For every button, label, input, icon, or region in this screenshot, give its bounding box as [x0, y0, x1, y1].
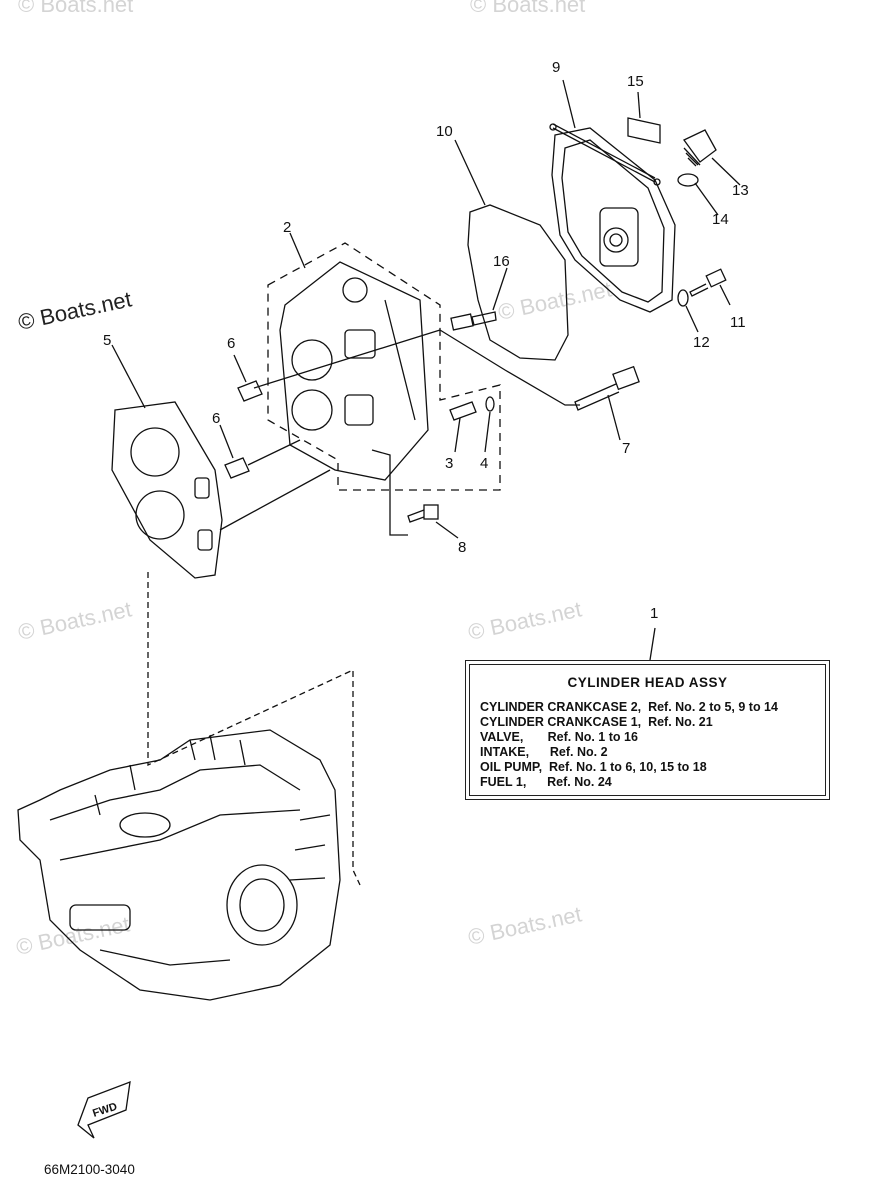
cover-gasket	[467, 204, 569, 361]
callout-5: 5	[103, 332, 111, 349]
dowel-pins	[224, 380, 263, 479]
leader-12	[685, 305, 699, 333]
callout-2: 2	[283, 219, 291, 236]
note-line-6: FUEL 1, Ref. No. 24	[480, 775, 612, 789]
cover-bolt	[689, 268, 727, 297]
spark-plug	[450, 311, 497, 331]
callout-3: 3	[445, 455, 453, 472]
ref-line-bolt-7	[439, 329, 580, 406]
leader-10	[454, 139, 486, 206]
callout-1: 1	[650, 605, 658, 622]
leader-3	[454, 417, 461, 453]
diagram-code: 66M2100-3040	[44, 1162, 135, 1177]
watermark-center: © Boats.net	[496, 276, 614, 324]
alignment-line	[147, 572, 361, 886]
leader-4	[484, 411, 491, 453]
note-line-1: CYLINDER CRANKCASE 2, Ref. No. 2 to 5, 9…	[480, 700, 778, 714]
leader-6a	[233, 354, 247, 383]
crankcase-block	[17, 729, 341, 1001]
note-line-2: CYLINDER CRANKCASE 1, Ref. No. 21	[480, 715, 713, 729]
head-gasket	[111, 401, 223, 579]
drain-plug	[449, 401, 477, 421]
leader-5	[111, 344, 146, 409]
note-title: CYLINDER HEAD ASSY	[567, 675, 728, 690]
cylinder-head-cover	[549, 123, 676, 313]
o-ring	[677, 173, 699, 187]
leader-7	[607, 394, 621, 441]
watermark-top-right: © Boats.net	[470, 0, 585, 17]
callout-4: 4	[480, 455, 488, 472]
leader-6b	[219, 424, 234, 459]
watermark-top-left: © Boats.net	[18, 0, 133, 17]
callout-15: 15	[627, 73, 644, 90]
leader-15	[637, 91, 641, 119]
leader-8	[435, 521, 459, 539]
small-bolt	[407, 504, 439, 523]
watermark-mid-right: © Boats.net	[466, 596, 584, 644]
fwd-label: FWD	[91, 1101, 119, 1120]
oil-filler-cap	[683, 129, 717, 167]
callout-8: 8	[458, 539, 466, 556]
ref-line	[219, 469, 331, 531]
callout-12: 12	[693, 334, 710, 351]
leader-14	[694, 182, 719, 216]
ref-line-bolt-8	[371, 449, 408, 536]
leader-13	[711, 157, 741, 186]
note-line-3: VALVE, Ref. No. 1 to 16	[480, 730, 638, 744]
note-leader	[649, 627, 656, 661]
ref-line-pin-upper	[253, 329, 441, 389]
assembly-outline	[267, 242, 501, 491]
leader-11	[719, 284, 731, 306]
assembly-note-inner: CYLINDER HEAD ASSY CYLINDER CRANKCASE 2,…	[469, 664, 826, 796]
callout-9: 9	[552, 59, 560, 76]
watermark-boats-net: © Boats.net	[16, 286, 134, 334]
leader-2	[289, 232, 306, 269]
leader-16	[492, 267, 508, 311]
cylinder-head	[279, 261, 429, 481]
note-line-4: INTAKE, Ref. No. 2	[480, 745, 608, 759]
watermark-mid-left: © Boats.net	[16, 596, 134, 644]
callout-6-lower: 6	[212, 410, 220, 427]
callout-14: 14	[712, 211, 729, 228]
callout-7: 7	[622, 440, 630, 457]
assembly-note-box: CYLINDER HEAD ASSY CYLINDER CRANKCASE 2,…	[465, 660, 830, 800]
plug-gasket	[485, 396, 495, 412]
callout-6-upper: 6	[227, 335, 235, 352]
watermark-bottom-right: © Boats.net	[466, 901, 584, 949]
forward-arrow	[77, 1080, 131, 1139]
leader-9	[562, 79, 576, 129]
note-line-5: OIL PUMP, Ref. No. 1 to 6, 10, 15 to 18	[480, 760, 707, 774]
callout-13: 13	[732, 182, 749, 199]
label-plate	[627, 117, 661, 144]
ref-line-pin-lower	[247, 439, 301, 466]
callout-11: 11	[730, 314, 746, 331]
washer	[677, 289, 689, 307]
callout-10: 10	[436, 123, 453, 140]
callout-16: 16	[493, 253, 510, 270]
head-bolt	[574, 365, 640, 411]
